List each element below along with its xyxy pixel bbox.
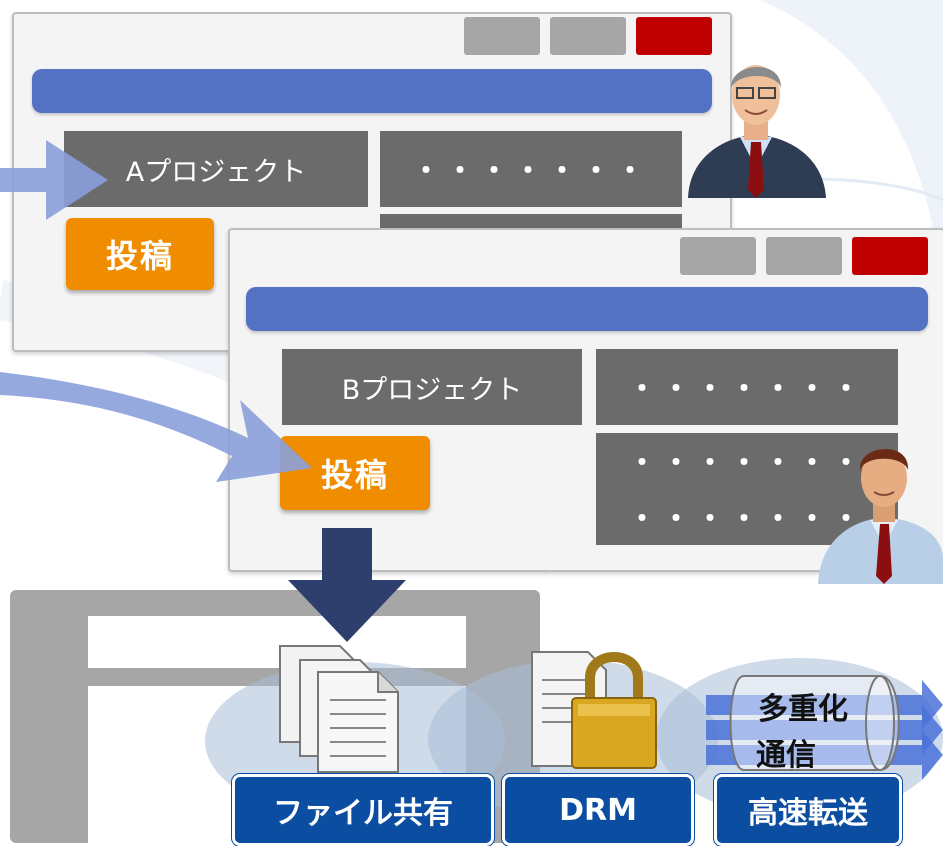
server-slot-1 <box>88 616 466 668</box>
window-b-maximize-button[interactable] <box>766 237 842 275</box>
window-a-minimize-button[interactable] <box>464 17 540 55</box>
window-a-titlebar <box>32 69 712 113</box>
window-b-detail-dots-2: ・・・・・・・ <box>627 502 866 535</box>
file-share-label: ファイル共有 <box>232 774 494 846</box>
multiplex-text-line2: 通信 <box>756 738 816 773</box>
drm-label: DRM <box>502 774 694 846</box>
window-a-maximize-button[interactable] <box>550 17 626 55</box>
window-b-detail-dots-1: ・・・・・・・ <box>627 446 866 479</box>
high-speed-transfer-label: 高速転送 <box>714 774 902 846</box>
window-b-post-button[interactable]: 投稿 <box>280 436 430 510</box>
multiplex-text-line1: 多重化 <box>758 692 848 727</box>
window-a-post-button[interactable]: 投稿 <box>66 218 214 290</box>
window-b-close-button[interactable] <box>852 237 928 275</box>
window-a-project-label[interactable]: Aプロジェクト <box>64 131 368 207</box>
window-a-detail-cell: ・・・・・・・ <box>380 131 682 207</box>
window-b-detail-block: ・・・・・・・ ・・・・・・・ <box>596 433 898 545</box>
window-b-minimize-button[interactable] <box>680 237 756 275</box>
window-b-titlebar <box>246 287 928 331</box>
window-b-detail-cell: ・・・・・・・ <box>596 349 898 425</box>
window-b-project-label[interactable]: Bプロジェクト <box>282 349 582 425</box>
window-a-close-button[interactable] <box>636 17 712 55</box>
